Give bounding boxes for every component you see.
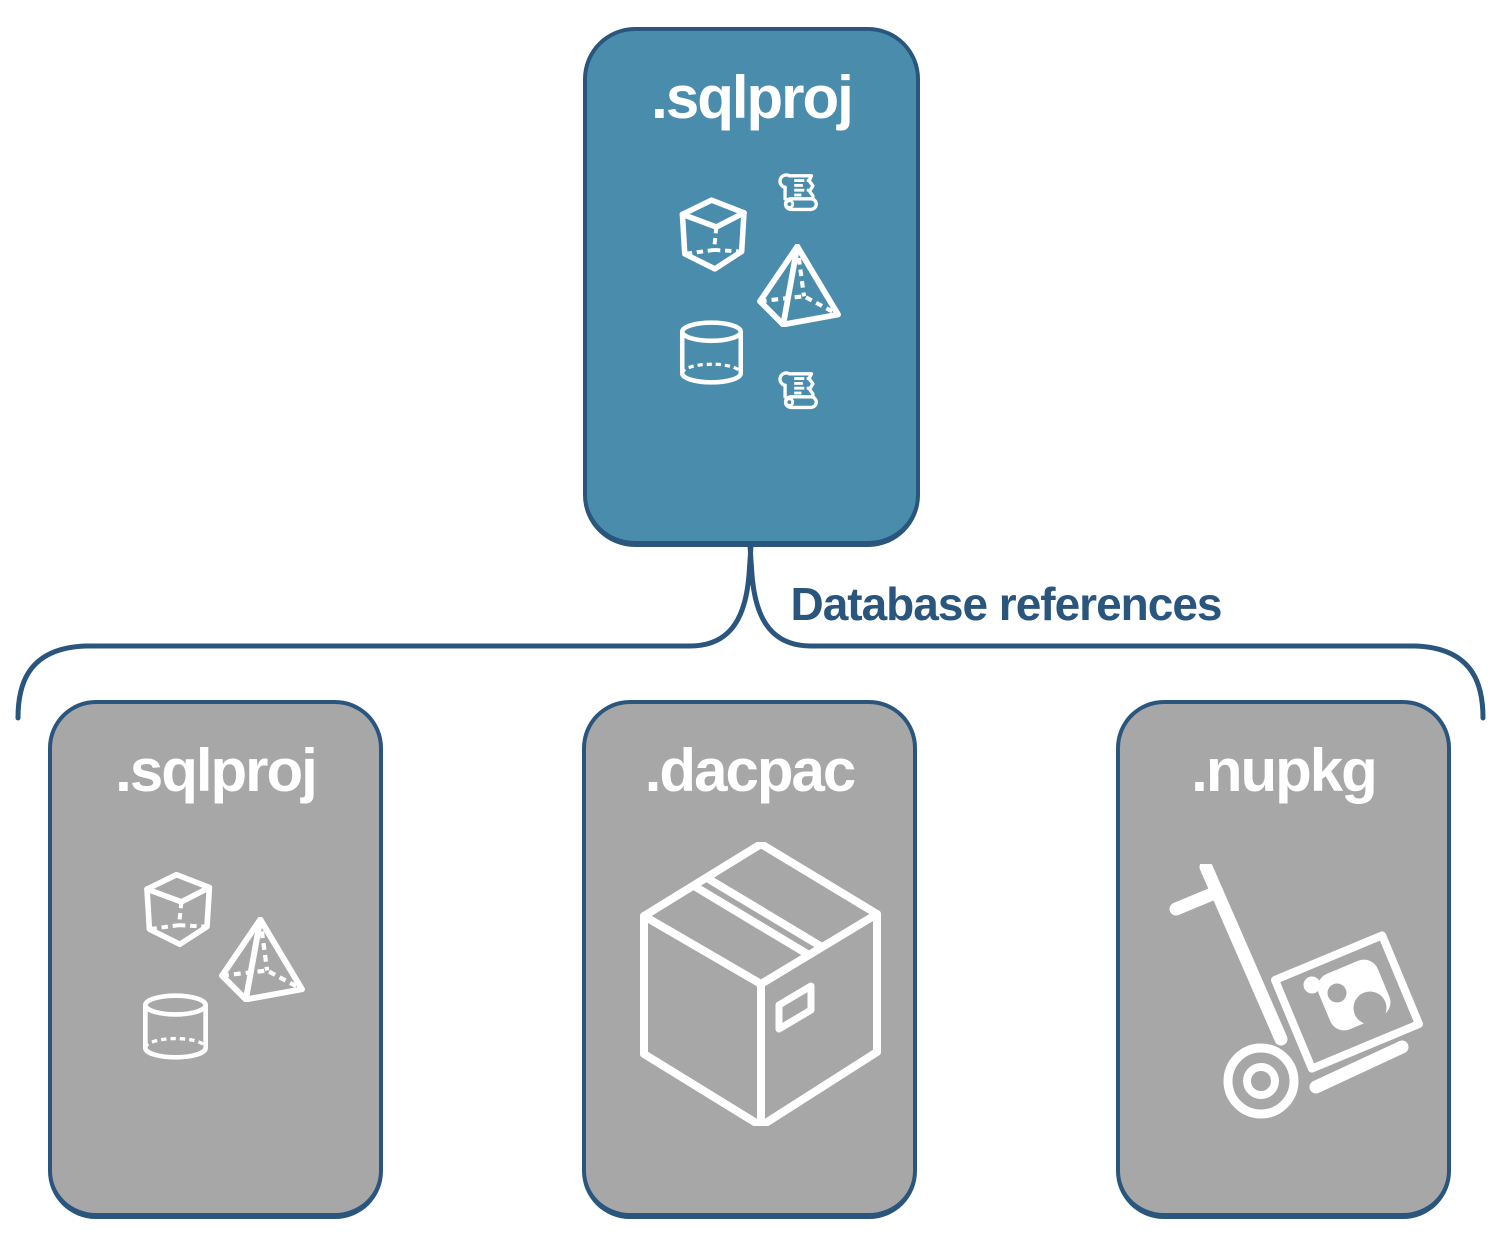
child-box-label: .dacpac (644, 737, 856, 804)
package-box-icon (640, 842, 881, 1126)
nuget-dolly-icon (1169, 864, 1423, 1119)
scroll-icon (778, 173, 819, 212)
cylinder-icon (682, 323, 741, 383)
child-box-label: .sqlproj (115, 737, 318, 804)
cube-icon (682, 200, 744, 269)
pyramid-icon (222, 920, 302, 1000)
child-box-dacpac: .dacpac (582, 700, 917, 1219)
child-box-label: .nupkg (1191, 737, 1378, 804)
cube-icon (147, 875, 209, 945)
cylinder-icon (145, 996, 205, 1058)
connector-label: Database references (790, 578, 1222, 630)
child-box-sqlproj: .sqlproj (48, 700, 383, 1219)
pyramid-icon (760, 246, 838, 324)
scroll-icon (778, 371, 819, 410)
child-box-nupkg: .nupkg (1116, 700, 1451, 1219)
root-box-label: .sqlproj (651, 64, 854, 131)
root-box-sqlproj: .sqlproj (583, 27, 920, 547)
